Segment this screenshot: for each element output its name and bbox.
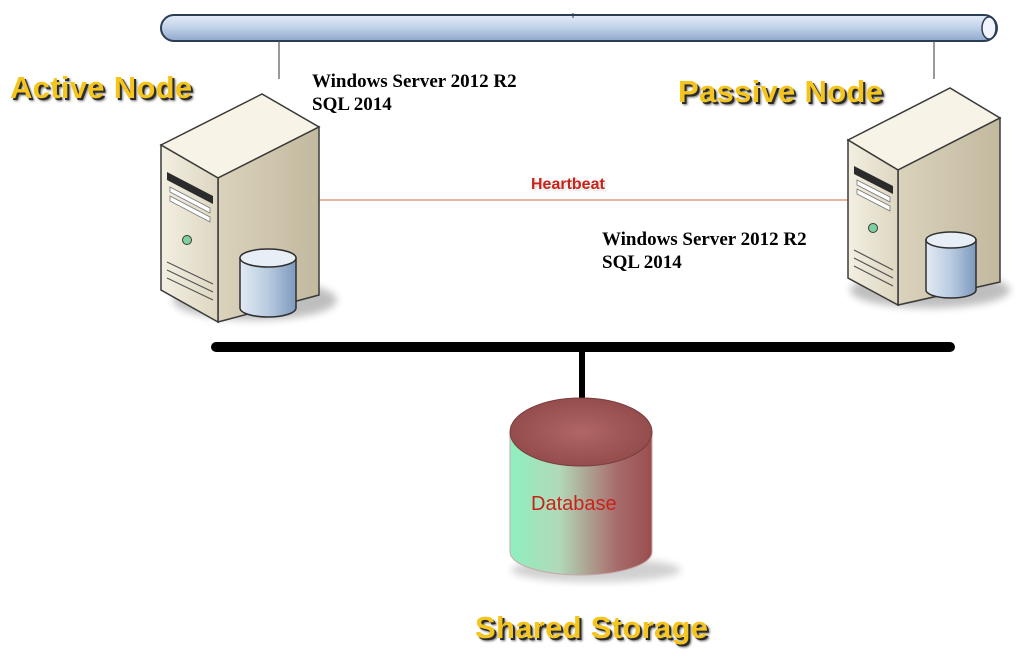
passive-node-os: Windows Server 2012 R2 bbox=[602, 229, 807, 250]
database-cylinder-icon bbox=[509, 397, 681, 582]
heartbeat-label: Heartbeat bbox=[531, 176, 605, 193]
database-label: Database bbox=[531, 493, 617, 515]
passive-database-icon bbox=[925, 231, 977, 299]
network-pipe-icon bbox=[160, 13, 998, 42]
active-node-title: Active Node bbox=[10, 70, 193, 105]
passive-node-details: Windows Server 2012 R2 SQL 2014 bbox=[602, 228, 807, 274]
active-database-icon bbox=[239, 248, 297, 318]
active-node-details: Windows Server 2012 R2 SQL 2014 bbox=[312, 70, 517, 116]
passive-node-title: Passive Node bbox=[678, 74, 884, 109]
passive-node-sql: SQL 2014 bbox=[602, 252, 682, 273]
active-node-sql: SQL 2014 bbox=[312, 94, 392, 115]
active-node-os: Windows Server 2012 R2 bbox=[312, 71, 517, 92]
shared-storage-title: Shared Storage bbox=[475, 610, 709, 645]
